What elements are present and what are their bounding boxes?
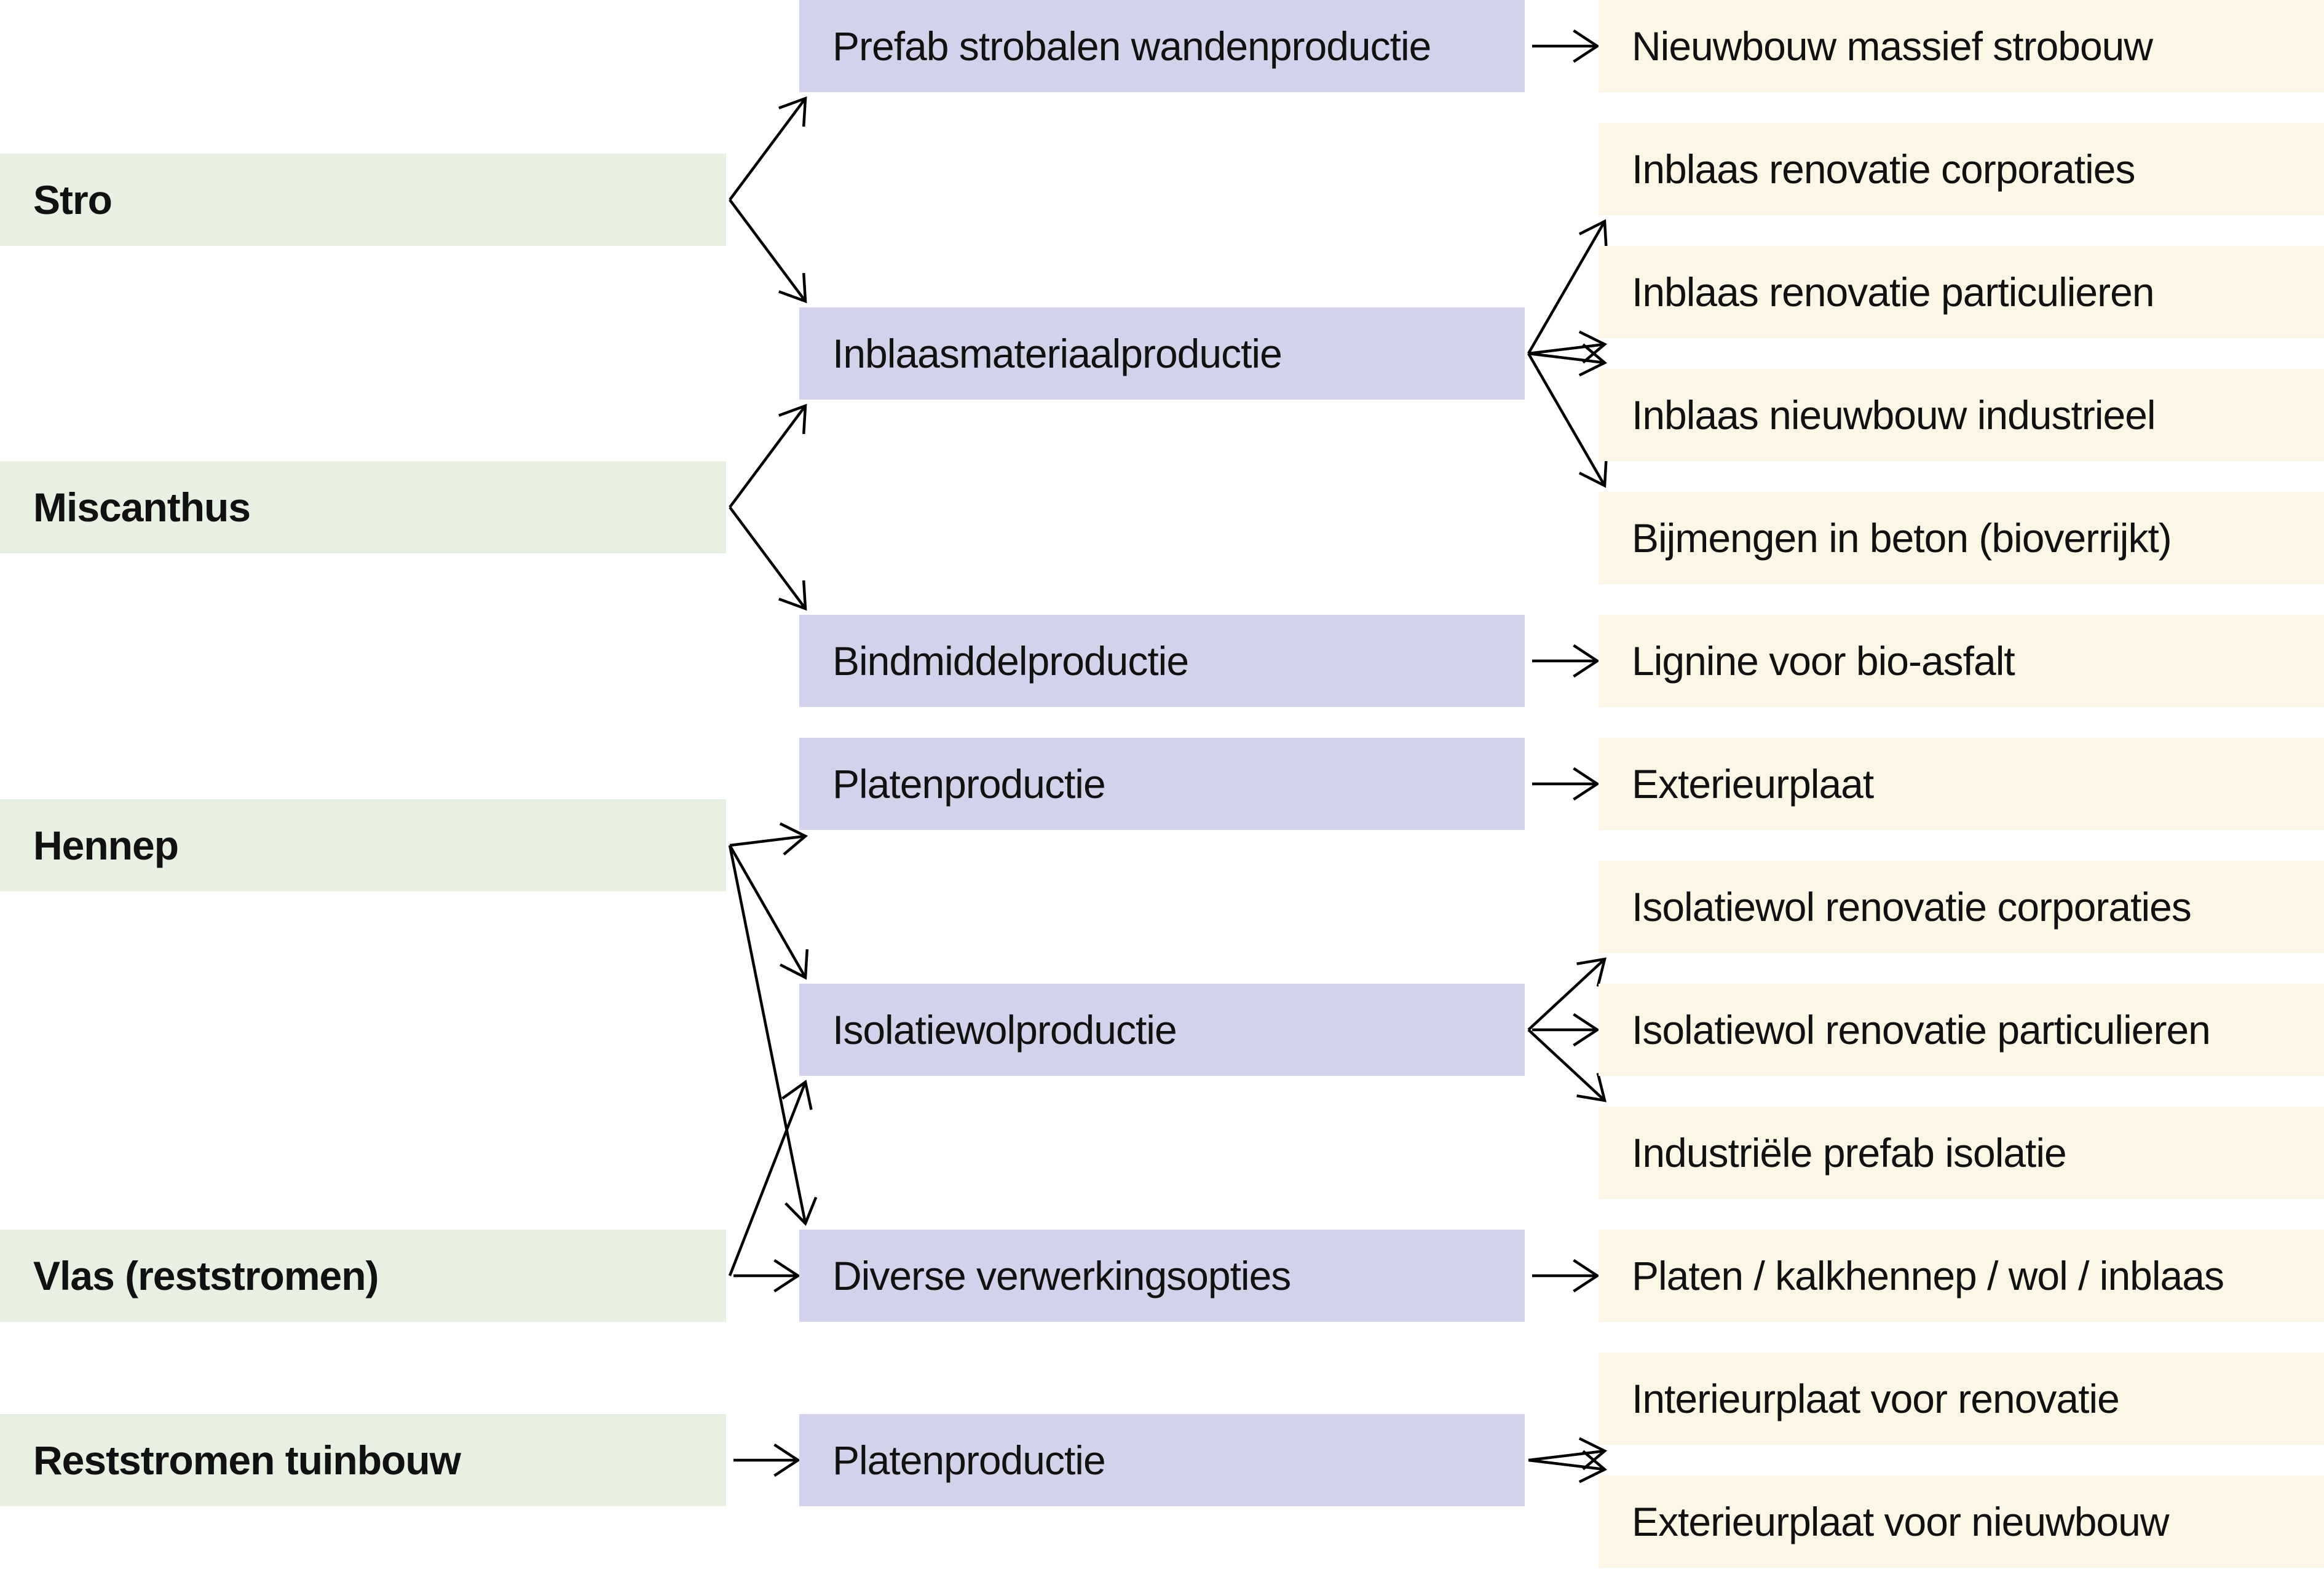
node-label: Bijmengen in beton (bioverrijkt): [1632, 515, 2172, 561]
node-miscanthus: Miscanthus: [0, 461, 726, 553]
arrow-inblaasprod-to-inblaas-industrieel: [1528, 343, 1608, 377]
node-label: Lignine voor bio-asfalt: [1632, 638, 2015, 684]
arrow-diverse-to-platen-kalkhennep: [1532, 1259, 1600, 1293]
arrow-inblaasprod-to-bijmengen-beton: [1527, 352, 1608, 488]
node-label: Platenproductie: [832, 761, 1106, 807]
arrow-platenprod1-to-exterieurplaat: [1532, 767, 1600, 801]
node-label: Platenproductie: [832, 1437, 1106, 1483]
node-label: Stro: [33, 177, 113, 223]
node-inblaas-particulieren: Inblaas renovatie particulieren: [1599, 246, 2324, 338]
node-stro: Stro: [0, 154, 726, 246]
node-industriele-prefab: Industriële prefab isolatie: [1599, 1107, 2324, 1199]
node-label: Isolatiewolproductie: [832, 1007, 1177, 1053]
node-platen-kalkhennep: Platen / kalkhennep / wol / inblaas: [1599, 1230, 2324, 1322]
arrow-miscanthus-to-bindmiddel: [729, 506, 807, 611]
arrow-prefab-to-nieuwbouw-massief: [1532, 29, 1600, 63]
node-isolatiewol-corporaties: Isolatiewol renovatie corporaties: [1599, 861, 2324, 953]
node-isolatiewol-particulieren: Isolatiewol renovatie particulieren: [1599, 984, 2324, 1076]
arrow-inblaasprod-to-inblaas-corporaties: [1527, 219, 1608, 355]
node-tuinbouw: Reststromen tuinbouw: [0, 1414, 726, 1506]
node-lignine: Lignine voor bio-asfalt: [1599, 615, 2324, 707]
node-bindmiddel: Bindmiddelproductie: [799, 615, 1525, 707]
arrow-stro-to-prefab: [729, 96, 807, 201]
node-label: Exterieurplaat: [1632, 761, 1874, 807]
node-label: Isolatiewol renovatie particulieren: [1632, 1007, 2211, 1053]
node-platenprod1: Platenproductie: [799, 738, 1525, 830]
node-interieurplaat-renovatie: Interieurplaat voor renovatie: [1599, 1353, 2324, 1445]
arrow-miscanthus-to-inblaasprod: [729, 403, 807, 508]
node-isolatiewolprod: Isolatiewolproductie: [799, 984, 1525, 1076]
node-label: Interieurplaat voor renovatie: [1632, 1376, 2120, 1421]
arrow-platenprod2-to-exterieurplaat-nieuwbouw: [1528, 1450, 1608, 1484]
arrow-tuinbouw-to-platenprod2: [733, 1443, 801, 1477]
node-inblaasprod: Inblaasmateriaalproductie: [799, 307, 1525, 400]
node-diverse: Diverse verwerkingsopties: [799, 1230, 1525, 1322]
node-vlas: Vlas (reststromen): [0, 1230, 726, 1322]
arrow-hennep-to-platenprod1: [729, 822, 808, 856]
node-label: Inblaasmateriaalproductie: [832, 331, 1283, 376]
node-label: Prefab strobalen wandenproductie: [832, 23, 1431, 69]
arrow-isolatiewolprod-to-isolatiewol-particulieren: [1532, 1013, 1600, 1047]
node-label: Inblaas renovatie corporaties: [1632, 146, 2135, 192]
node-label: Reststromen tuinbouw: [33, 1437, 461, 1483]
node-label: Exterieurplaat voor nieuwbouw: [1632, 1499, 2170, 1544]
arrow-hennep-to-isolatiewolprod: [729, 844, 809, 980]
node-label: Platen / kalkhennep / wol / inblaas: [1632, 1253, 2224, 1298]
node-inblaas-corporaties: Inblaas renovatie corporaties: [1599, 123, 2324, 215]
arrow-stro-to-inblaasprod: [729, 199, 807, 304]
node-inblaas-industrieel: Inblaas nieuwbouw industrieel: [1599, 369, 2324, 461]
node-bijmengen-beton: Bijmengen in beton (bioverrijkt): [1599, 492, 2324, 584]
node-label: Miscanthus: [33, 484, 251, 530]
node-nieuwbouw-massief: Nieuwbouw massief strobouw: [1599, 0, 2324, 92]
node-label: Inblaas nieuwbouw industrieel: [1632, 392, 2156, 438]
node-label: Nieuwbouw massief strobouw: [1632, 23, 2153, 69]
node-prefab: Prefab strobalen wandenproductie: [799, 0, 1525, 92]
node-label: Diverse verwerkingsopties: [832, 1253, 1291, 1298]
node-exterieurplaat-nieuwbouw: Exterieurplaat voor nieuwbouw: [1599, 1476, 2324, 1568]
node-platenprod2: Platenproductie: [799, 1414, 1525, 1506]
arrow-platenprod2-to-interieurplaat-renovatie: [1528, 1437, 1608, 1471]
arrow-vlas-to-diverse: [733, 1259, 801, 1293]
node-label: Vlas (reststromen): [33, 1253, 379, 1298]
arrow-inblaasprod-to-inblaas-particulieren: [1528, 330, 1608, 364]
node-label: Bindmiddelproductie: [832, 638, 1189, 684]
node-label: Hennep: [33, 823, 179, 868]
arrow-bindmiddel-to-lignine: [1532, 644, 1600, 678]
arrow-isolatiewolprod-to-isolatiewol-corporaties: [1527, 957, 1607, 1031]
node-exterieurplaat: Exterieurplaat: [1599, 738, 2324, 830]
node-label: Isolatiewol renovatie corporaties: [1632, 884, 2192, 930]
node-label: Industriële prefab isolatie: [1632, 1130, 2067, 1176]
arrow-isolatiewolprod-to-industriele-prefab: [1527, 1029, 1607, 1102]
node-label: Inblaas renovatie particulieren: [1632, 269, 2155, 315]
node-hennep: Hennep: [0, 799, 726, 891]
